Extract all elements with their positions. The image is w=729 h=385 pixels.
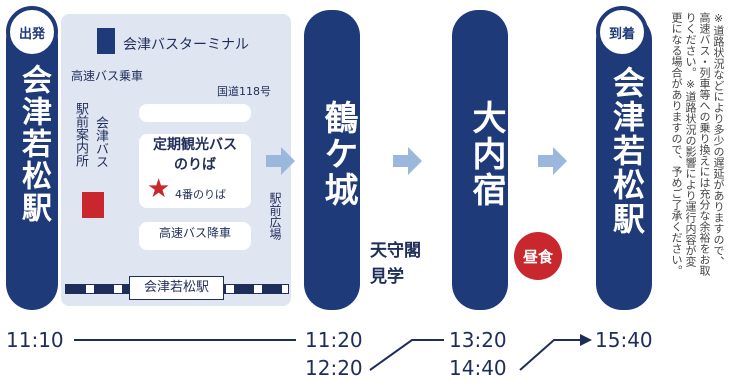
departure-station-name: 会津若松駅 bbox=[16, 64, 51, 224]
platform-label: 4番のりば bbox=[175, 188, 226, 201]
time-arrive-ouchijuku: 13:20 bbox=[449, 328, 507, 352]
bus-terminal-marker bbox=[97, 28, 115, 54]
station-map: 会津バスターミナル 高速バス乗車 国道118号 駅前案内所 会津バス 定期観光バ… bbox=[61, 14, 291, 306]
arrival-badge: 到着 bbox=[596, 6, 648, 58]
tsurugajo-name: 鶴ケ城 bbox=[318, 100, 358, 208]
ouchijuku-stop bbox=[452, 10, 508, 310]
castle-tour-line2: 見学 bbox=[370, 267, 404, 287]
arrow-right-icon bbox=[393, 147, 422, 175]
tour-bus-label: 定期観光バス bbox=[153, 137, 237, 153]
time-arrive-final: 15:40 bbox=[595, 328, 653, 352]
tsurugajo-stop bbox=[304, 10, 360, 310]
route-118-label: 国道118号 bbox=[217, 85, 271, 98]
road-block-3 bbox=[139, 180, 251, 208]
notice-line-1: ※道路状況などにより多少の遅延がありますので、 bbox=[712, 12, 725, 267]
ouchijuku-name: 大内宿 bbox=[466, 100, 506, 208]
departure-badge: 出発 bbox=[6, 6, 58, 58]
info-center-label: 駅前案内所 bbox=[73, 102, 88, 167]
departure-stop bbox=[6, 14, 58, 310]
time-arrive-tsurugajo: 11:20 bbox=[305, 328, 363, 352]
time-depart-tsurugajo: 12:20 bbox=[305, 356, 363, 380]
timeline bbox=[74, 334, 592, 371]
station-plaza-label: 駅前広場 bbox=[268, 192, 282, 240]
highway-bus-alight-label: 高速バス降車 bbox=[158, 226, 231, 240]
notice-line-4: 更になる場合がありますので、予めご了承ください。 bbox=[670, 12, 683, 276]
castle-tour-line1: 天守閣 bbox=[370, 241, 421, 261]
star-icon: ★ bbox=[147, 174, 171, 204]
notice-line-3: りください。※道路状況の影響により運行内容が変 bbox=[684, 12, 697, 267]
notice-line-2: 高速バス・列車等への乗り換えには充分な余裕をお取 bbox=[698, 12, 711, 276]
highway-bus-boarding-label: 高速バス乗車 bbox=[71, 69, 144, 83]
tour-bus-stop-label: のりば bbox=[174, 157, 216, 173]
time-depart-ouchijuku: 14:40 bbox=[449, 356, 507, 380]
arrow-right-icon bbox=[266, 147, 295, 175]
arrow-right-icon bbox=[538, 147, 567, 175]
aizu-bus-label: 会津バス bbox=[93, 116, 108, 168]
station-label: 会津若松駅 bbox=[129, 276, 225, 300]
aizu-bus-marker bbox=[82, 192, 104, 218]
arrival-stop bbox=[596, 14, 652, 310]
time-depart: 11:10 bbox=[6, 328, 64, 352]
bus-terminal-label: 会津バスターミナル bbox=[123, 37, 249, 53]
road-block-4 bbox=[139, 222, 251, 250]
road-block-1 bbox=[139, 104, 251, 122]
lunch-badge: 昼食 bbox=[514, 232, 562, 280]
arrival-station-name: 会津若松駅 bbox=[608, 66, 646, 236]
